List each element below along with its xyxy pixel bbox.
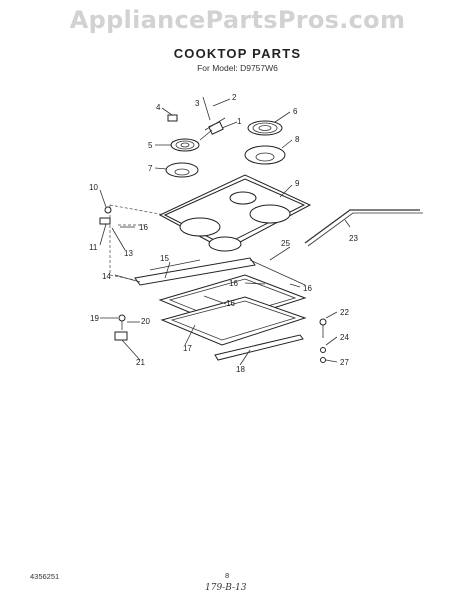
callout-23: 23 bbox=[349, 234, 358, 243]
model-subtitle: For Model: D9757W6 bbox=[197, 63, 278, 73]
callout-24: 24 bbox=[340, 333, 349, 342]
burner-box bbox=[158, 259, 307, 346]
burner-element-small bbox=[170, 138, 200, 152]
callout-20: 20 bbox=[141, 317, 150, 326]
page-number: 8 bbox=[225, 571, 230, 580]
callout-16-b: 16 bbox=[226, 299, 235, 308]
front-trim bbox=[134, 257, 256, 286]
callout-11: 11 bbox=[89, 243, 98, 252]
leader-lines bbox=[99, 96, 351, 366]
bottom-rail bbox=[214, 334, 304, 361]
callout-6: 6 bbox=[293, 107, 298, 116]
callout-3: 3 bbox=[195, 99, 200, 108]
callout-15: 15 bbox=[160, 254, 169, 263]
callout-13: 13 bbox=[124, 249, 133, 258]
callout-7: 7 bbox=[148, 164, 153, 173]
side-rod bbox=[304, 209, 423, 247]
callout-9: 9 bbox=[295, 179, 300, 188]
callout-16-d: 16 bbox=[303, 284, 312, 293]
drip-bowl-large bbox=[244, 145, 286, 165]
terminal-block bbox=[167, 114, 226, 141]
page-title: COOKTOP PARTS bbox=[173, 46, 302, 61]
callout-16-c: 16 bbox=[229, 279, 238, 288]
callout-19: 19 bbox=[90, 314, 99, 323]
callout-18: 18 bbox=[236, 365, 245, 374]
callout-4: 4 bbox=[156, 103, 161, 112]
callout-8: 8 bbox=[295, 135, 300, 144]
callout-1: 1 bbox=[237, 117, 242, 126]
callout-22: 22 bbox=[340, 308, 349, 317]
callout-16-a: 16 bbox=[139, 223, 148, 232]
part-number: 4356251 bbox=[30, 572, 60, 581]
callout-27: 27 bbox=[340, 358, 349, 367]
callout-10: 10 bbox=[89, 183, 98, 192]
burner-element-large bbox=[247, 120, 283, 136]
callout-21: 21 bbox=[136, 358, 145, 367]
callout-2: 2 bbox=[232, 93, 237, 102]
callout-17: 17 bbox=[183, 344, 192, 353]
cooktop-top-panel bbox=[158, 174, 312, 252]
callout-25: 25 bbox=[281, 239, 290, 248]
document-code: 179-B-13 bbox=[205, 583, 247, 593]
callout-14: 14 bbox=[102, 272, 111, 281]
watermark: AppliancePartsPros.com bbox=[69, 6, 406, 34]
drip-bowl-small bbox=[165, 162, 199, 178]
screws bbox=[99, 206, 327, 363]
callout-5: 5 bbox=[148, 141, 153, 150]
callout-labels: 1 2 3 4 5 6 7 8 9 10 11 13 14 15 16 16 1… bbox=[89, 93, 358, 374]
